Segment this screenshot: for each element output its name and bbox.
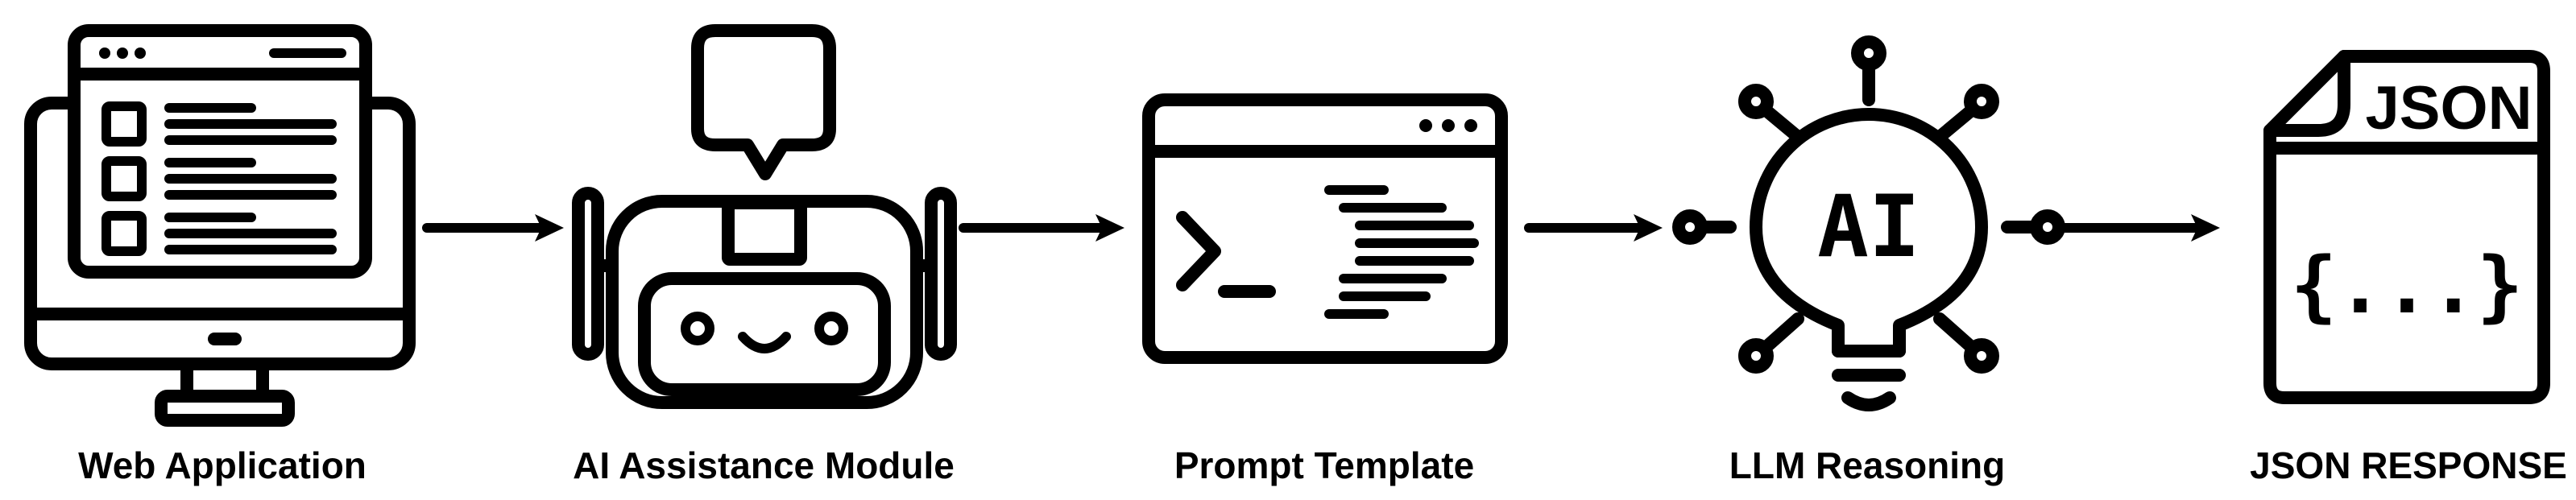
braces-text: {...} xyxy=(2291,241,2524,331)
flow-arrow-1 xyxy=(422,214,564,242)
terminal-window-icon xyxy=(1142,93,1508,364)
step-label-json-response: JSON RESPONSE xyxy=(2250,444,2567,486)
step-label-prompt-template: Prompt Template xyxy=(1174,444,1474,486)
flow-arrow-4 xyxy=(2059,214,2220,242)
json-label-text: JSON xyxy=(2366,74,2533,143)
monitor-webpage-icon xyxy=(24,24,416,427)
json-file-icon: JSON {...} xyxy=(2263,50,2550,404)
flow-arrow-3 xyxy=(1524,214,1663,242)
robot-icon xyxy=(572,24,957,409)
step-label-llm-reasoning: LLM Reasoning xyxy=(1729,444,2005,486)
ai-text: AI xyxy=(1817,177,1920,276)
step-label-ai-assistance-module: AI Assistance Module xyxy=(573,444,955,486)
step-label-web-application: Web Application xyxy=(78,444,367,486)
flow-arrow-2 xyxy=(959,214,1124,242)
ai-lightbulb-icon: AI xyxy=(1672,35,2065,411)
